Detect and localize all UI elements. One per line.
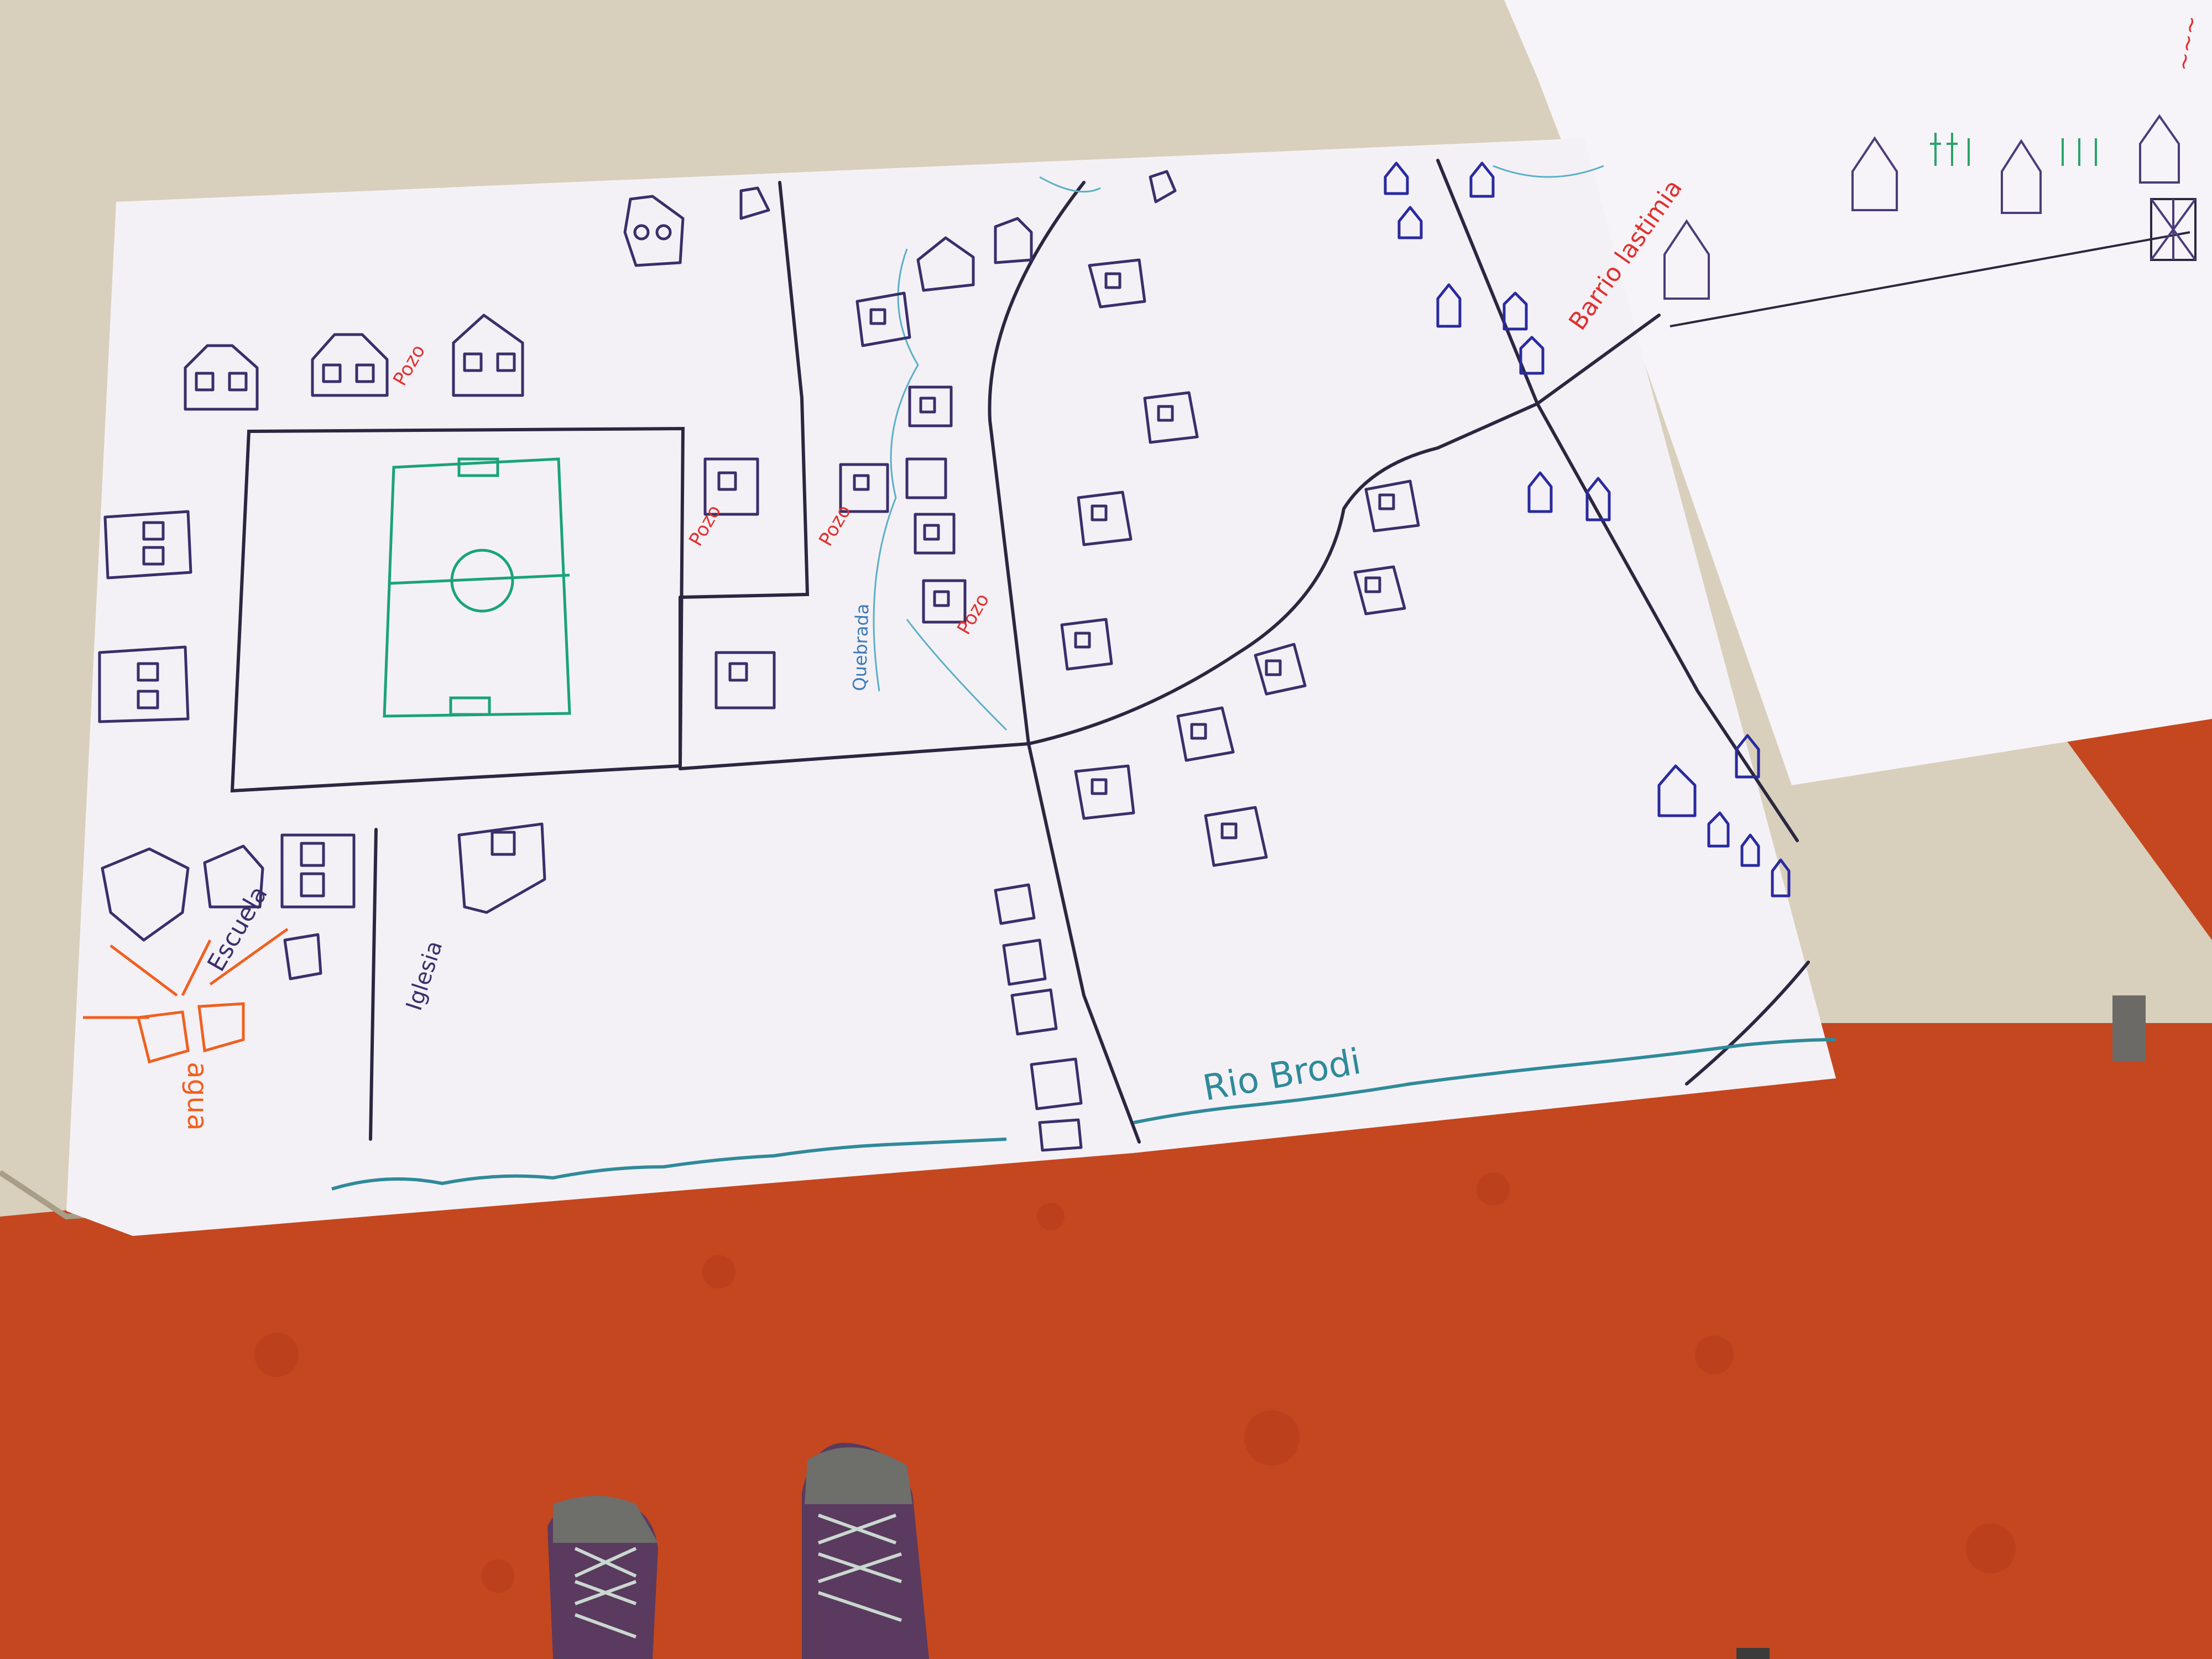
soccer-compound (230, 426, 685, 793)
house-icon (98, 170, 1420, 1152)
house-icon (1384, 161, 1791, 898)
tree-icon (1930, 133, 2097, 166)
quebrada-label: Quebrada (849, 603, 873, 691)
agua-label: agua (181, 1062, 213, 1131)
shoe-icon (802, 1443, 929, 1659)
floor-texture (254, 1172, 2016, 1593)
second-paper-drawings (1663, 114, 2197, 327)
escuela-rays (83, 927, 289, 1064)
river-icon (873, 165, 1604, 731)
soccer-field-icon (383, 457, 571, 718)
shoe-icon (547, 1496, 658, 1659)
river-icon (331, 1038, 1837, 1191)
floor-object (1736, 1648, 1770, 1659)
table-leg (2112, 995, 2146, 1062)
second-paper-sheet (1504, 0, 2212, 785)
road-icon (369, 159, 1810, 1144)
main-paper-sheet (66, 138, 1836, 1236)
